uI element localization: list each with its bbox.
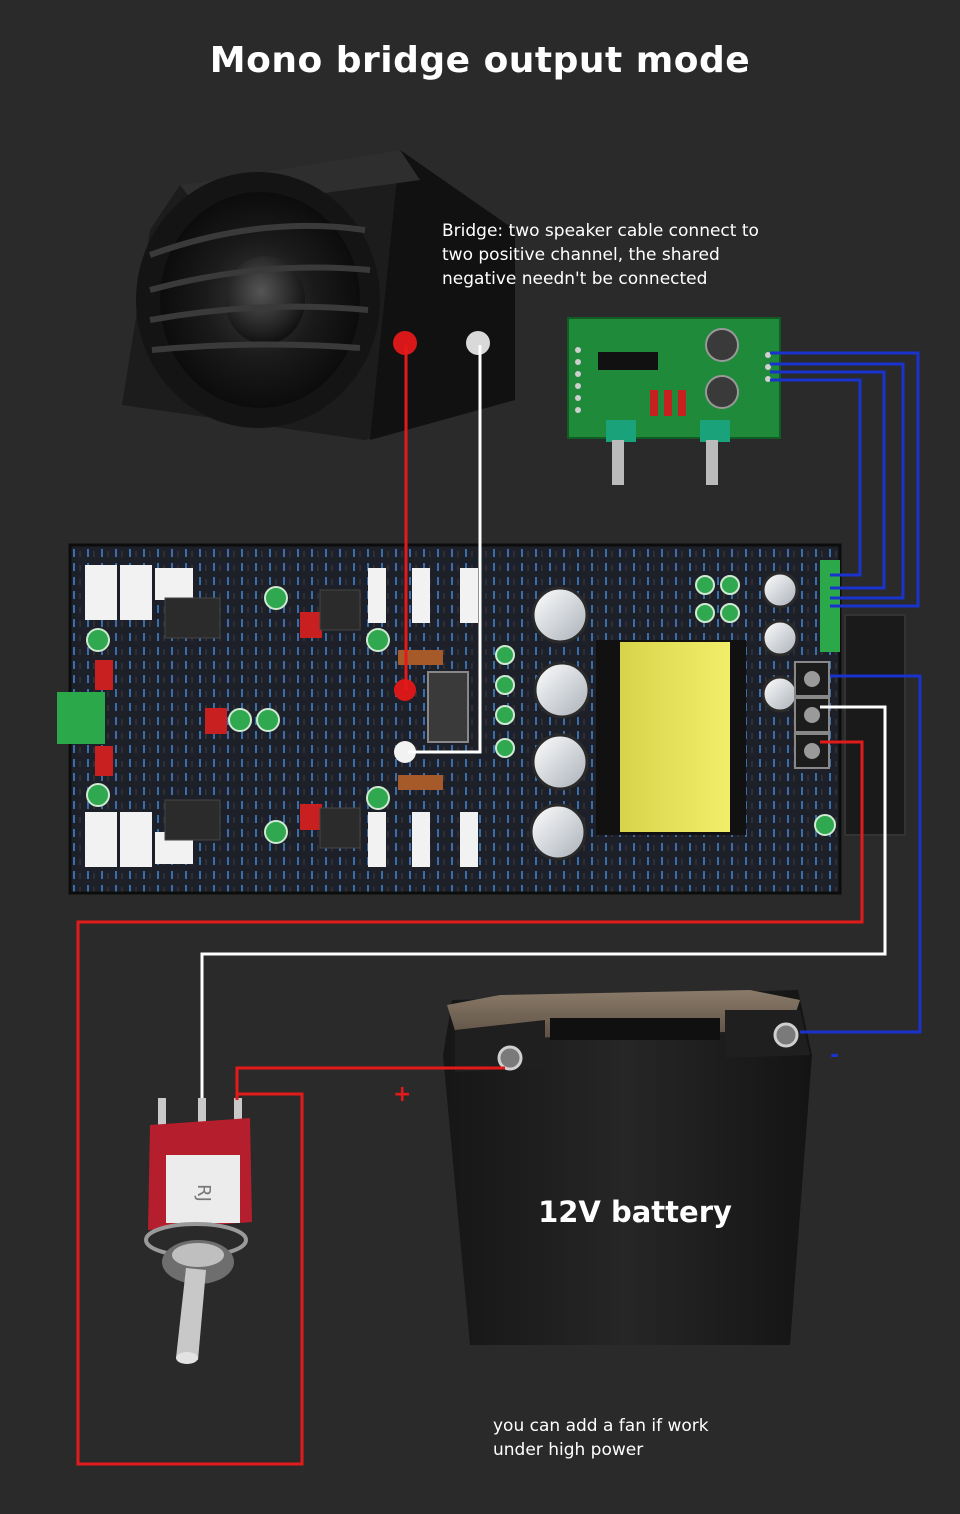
speaker-negative-terminal <box>466 331 490 355</box>
bridge-note-line-1: Bridge: two speaker cable connect to <box>442 221 759 241</box>
bridge-note-line-3: negative needn't be connected <box>442 269 708 289</box>
negative-wire <box>770 351 922 1034</box>
fan-note-line-1: you can add a fan if work <box>493 1416 709 1436</box>
battery-negative-terminal <box>773 1022 799 1048</box>
positive-sign: + <box>393 1082 412 1107</box>
amplifier-board-icon <box>57 543 906 895</box>
bridge-note: Bridge: two speaker cable connect to two… <box>442 219 759 291</box>
speaker-icon <box>122 150 515 440</box>
speaker-positive-terminal <box>393 331 417 355</box>
negative-sign: - <box>830 1043 840 1068</box>
positive-wire <box>76 345 864 1466</box>
fan-note: you can add a fan if work under high pow… <box>493 1414 709 1462</box>
battery-positive-terminal <box>497 1045 523 1071</box>
page-title: Mono bridge output mode <box>209 40 751 81</box>
preamp-board-icon <box>567 317 781 485</box>
battery-icon <box>443 990 812 1345</box>
signal-wire <box>200 345 887 1098</box>
bridge-note-line-2: two positive channel, the shared <box>442 245 720 265</box>
fan-note-line-2: under high power <box>493 1440 644 1460</box>
svg-text:RJ: RJ <box>193 1184 214 1202</box>
toggle-switch-icon: RJ <box>144 1098 252 1364</box>
battery-label: 12V battery <box>538 1195 732 1229</box>
